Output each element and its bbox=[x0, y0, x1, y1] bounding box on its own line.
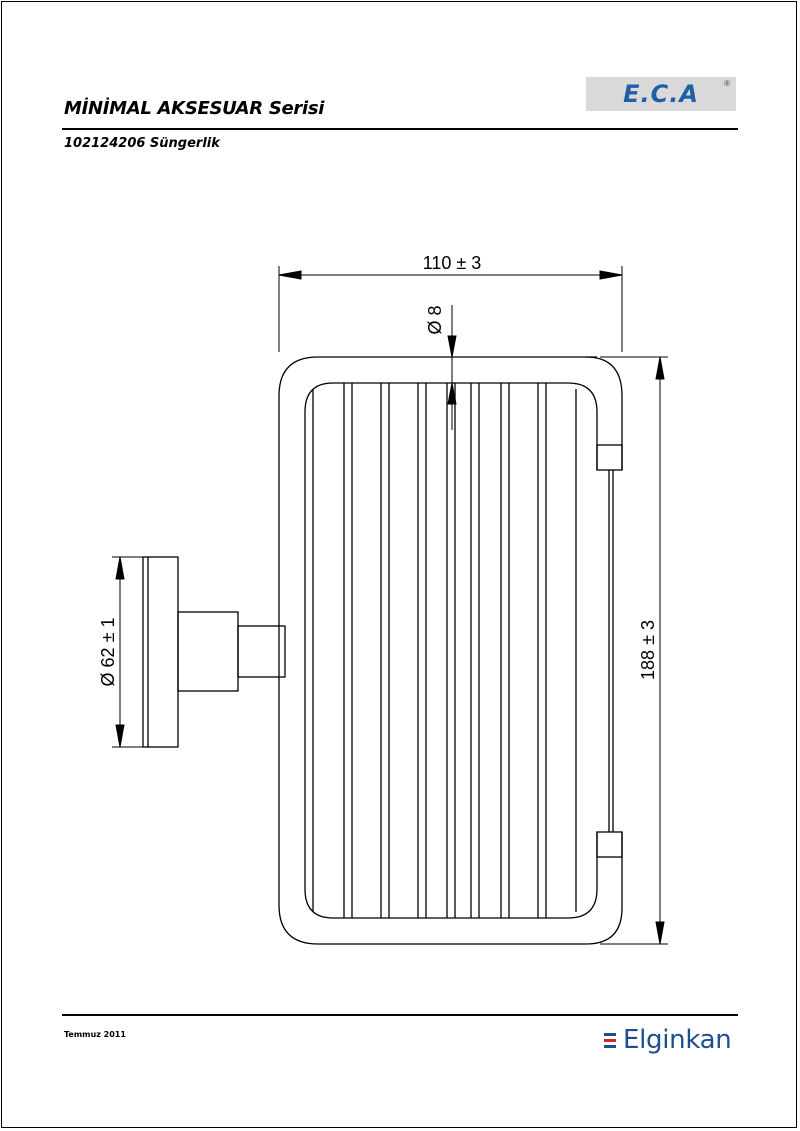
height-arrow-top bbox=[655, 356, 665, 380]
basket-outer-top-right bbox=[585, 356, 623, 470]
width-label: 110 ± 3 bbox=[423, 253, 482, 273]
flange-arrow-bottom bbox=[115, 724, 125, 748]
eca-logo-text: E.C.A bbox=[623, 80, 699, 108]
width-arrow-left bbox=[278, 270, 302, 280]
bottom-end-cap bbox=[596, 831, 623, 858]
flange-label: Ø 62 ± 1 bbox=[98, 618, 118, 687]
eca-logo: E.C.A ® bbox=[586, 77, 736, 111]
width-arrow-right bbox=[599, 270, 623, 280]
height-arrow-bottom bbox=[655, 921, 665, 945]
product-title: 102124206 Süngerlik bbox=[64, 136, 220, 151]
connector-arm bbox=[237, 625, 286, 678]
rod-arrow-bottom bbox=[447, 382, 457, 405]
flange-arrow-top bbox=[115, 556, 125, 580]
header-rule bbox=[62, 128, 738, 130]
basket-outer-frame bbox=[278, 356, 623, 945]
elginkan-mark-icon bbox=[604, 1032, 618, 1048]
height-label: 188 ± 3 bbox=[638, 620, 658, 680]
wall-hub bbox=[177, 611, 239, 692]
basket-rods bbox=[312, 383, 577, 918]
top-end-cap bbox=[596, 444, 623, 471]
basket-inner-frame bbox=[304, 382, 598, 919]
footer-rule bbox=[62, 1014, 738, 1016]
registered-mark: ® bbox=[724, 79, 730, 88]
series-title: MİNİMAL AKSESUAR Serisi bbox=[64, 98, 325, 119]
date-label: Temmuz 2011 bbox=[64, 1030, 126, 1039]
elginkan-text: Elginkan bbox=[623, 1025, 732, 1055]
rod-label: Ø 8 bbox=[425, 305, 445, 334]
elginkan-logo: Elginkan bbox=[604, 1022, 732, 1058]
rod-arrow-top bbox=[447, 335, 457, 358]
